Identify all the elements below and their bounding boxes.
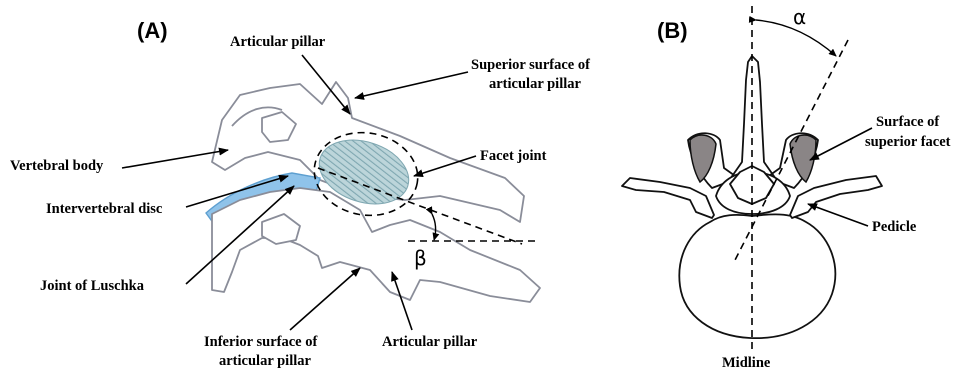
arrow-pedicle: [808, 204, 868, 226]
panel-b-label: (B): [657, 18, 688, 43]
panel-a-label: (A): [137, 18, 168, 43]
label-articular-pillar-top: Articular pillar: [230, 34, 326, 50]
beta-symbol: β: [414, 246, 427, 270]
panel-b: (B) α Surface of superior facet Pedicle …: [622, 5, 951, 371]
label-vertebral-body: Vertebral body: [10, 158, 104, 174]
arrow-surface-of-facet: [810, 128, 872, 160]
label-intervertebral-disc: Intervertebral disc: [46, 201, 163, 217]
label-inferior-surface-1: Inferior surface of: [204, 334, 317, 350]
label-midline: Midline: [722, 355, 771, 371]
label-inferior-surface-2: articular pillar: [219, 353, 312, 369]
arrow-superior-surface: [355, 72, 468, 98]
label-surface-of-facet-2: superior facet: [865, 134, 951, 150]
vertebral-body-axial: [679, 214, 835, 338]
panel-a: (A) β Articular pillar Superior surface …: [10, 18, 590, 369]
posterior-arch-right: [790, 176, 882, 218]
posterior-arch: [622, 178, 714, 218]
alpha-symbol: α: [793, 5, 806, 29]
label-facet-joint: Facet joint: [480, 148, 547, 164]
label-joint-of-luschka: Joint of Luschka: [40, 278, 145, 294]
label-pedicle: Pedicle: [872, 219, 917, 235]
label-superior-surface-1: Superior surface of: [471, 57, 590, 73]
label-surface-of-facet-1: Surface of: [876, 114, 939, 130]
arrow-inferior-surface: [290, 268, 360, 330]
label-superior-surface-2: articular pillar: [489, 76, 582, 92]
label-articular-pillar-bottom: Articular pillar: [382, 334, 478, 350]
